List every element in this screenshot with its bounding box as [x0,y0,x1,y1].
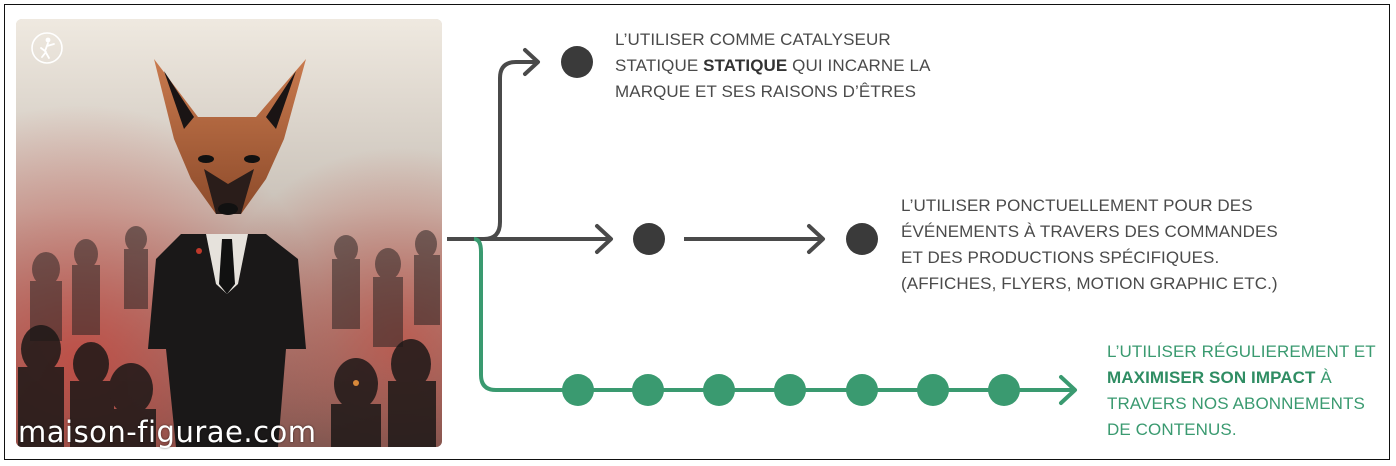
bottom-node-6 [917,374,949,406]
middle-node-2 [846,223,878,255]
dancer-silhouette-icon [31,32,63,64]
bottom-node-1 [562,374,594,406]
bottom-line-1: L’UTILISER RÉGULIEREMENT ET [1107,342,1376,361]
top-line-2-pre: STATIQUE [615,56,704,75]
bottom-line-2-post: À [1315,368,1332,387]
top-branch-text: L’UTILISER COMME CATALYSEUR STATIQUE STA… [615,27,931,105]
bottom-node-3 [703,374,735,406]
top-line-2: STATIQUE STATIQUE QUI INCARNE LA [615,53,931,79]
middle-arrowhead-2 [807,224,825,254]
bottom-node-4 [774,374,806,406]
middle-arrowhead-1 [595,224,613,254]
middle-node-1 [633,223,665,255]
top-line-2-bold: STATIQUE [703,56,788,75]
middle-branch-text: L’UTILISER PONCTUELLEMENT POUR DES ÉVÉNE… [901,193,1278,297]
top-branch-line [482,60,539,241]
top-line-3: MARQUE ET SES RAISONS D’ÊTRES [615,82,917,101]
middle-line-4: (AFFICHES, FLYERS, MOTION GRAPHIC ETC.) [901,274,1278,293]
bottom-line-2-bold: MAXIMISER SON IMPACT [1107,368,1316,387]
bottom-node-2 [632,374,664,406]
bottom-node-7 [988,374,1020,406]
top-line-2-post: QUI INCARNE LA [787,56,931,75]
top-branch-arrowhead [523,48,540,76]
bottom-line-2: MAXIMISER SON IMPACT À [1107,365,1376,391]
bottom-line-3: TRAVERS NOS ABONNEMENTS [1107,394,1365,413]
middle-line-3: ET DES PRODUCTIONS SPÉCIFIQUES. [901,248,1220,267]
bottom-branch-text: L’UTILISER RÉGULIEREMENT ET MAXIMISER SO… [1107,339,1376,443]
bottom-arrowhead [1059,375,1077,405]
bottom-branch-line [473,237,1074,392]
middle-line-2: ÉVÉNEMENTS À TRAVERS DES COMMANDES [901,222,1278,241]
watermark-text: maison-figurae.com [18,415,317,449]
bottom-line-4: DE CONTENUS. [1107,420,1237,439]
top-node [561,46,593,78]
top-line-1: L’UTILISER COMME CATALYSEUR [615,30,891,49]
fox-artwork-image [16,19,442,447]
middle-line-1: L’UTILISER PONCTUELLEMENT POUR DES [901,196,1253,215]
bottom-node-5 [846,374,878,406]
